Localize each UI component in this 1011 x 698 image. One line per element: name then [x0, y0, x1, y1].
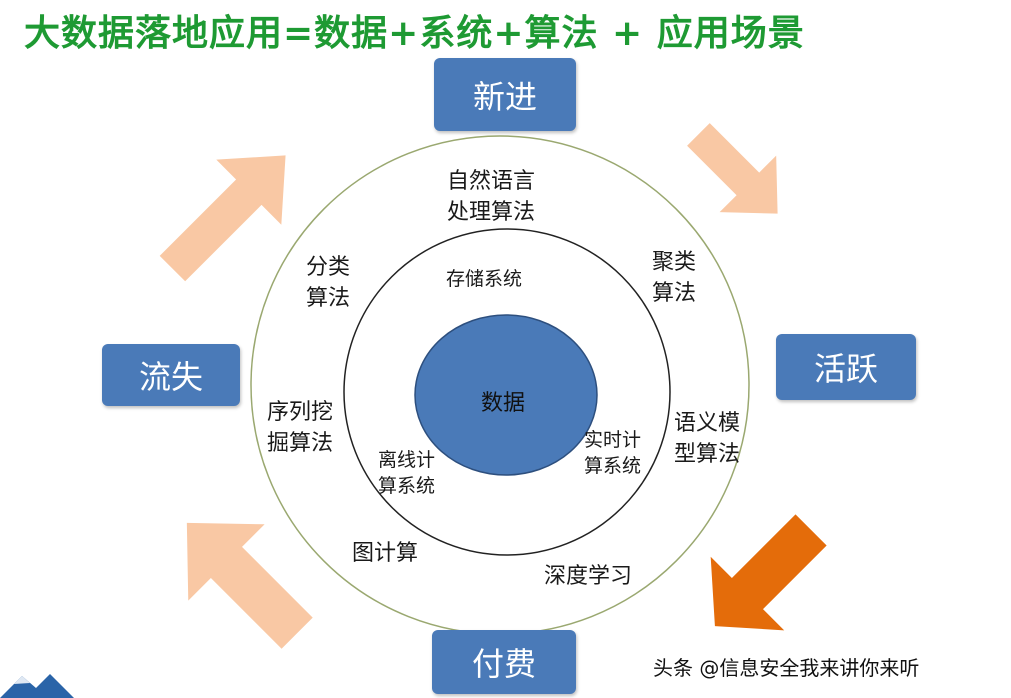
offline-compute-label: 离线计 算系统	[378, 447, 435, 499]
deep-learning-label: 深度学习	[544, 564, 633, 589]
graph-compute-label: 图计算	[352, 541, 419, 566]
stage-paying: 付费	[432, 630, 576, 694]
sequence-line-1: 序列挖	[267, 400, 334, 425]
middle-ring	[343, 228, 671, 556]
clustering-algorithm-label: 聚类 算法	[652, 247, 696, 309]
offline-compute-line-2: 算系统	[378, 475, 436, 497]
arrow-top-to-right	[687, 123, 778, 214]
semantic-line-1: 语义模	[674, 411, 741, 436]
sequence-line-2: 掘算法	[267, 431, 334, 456]
core-circle	[414, 314, 598, 476]
watermark-footer: 头条 @信息安全我来讲你来听	[653, 656, 920, 680]
nlp-line-2: 处理算法	[447, 200, 536, 225]
nlp-line-1: 自然语言	[447, 169, 536, 194]
storage-system-label: 存储系统	[446, 268, 523, 290]
classification-line-2: 算法	[306, 286, 351, 311]
clustering-line-1: 聚类	[652, 250, 697, 275]
core-label: 数据	[481, 391, 526, 416]
stage-churned: 流失	[102, 344, 240, 406]
classification-label: 分类 算法	[306, 252, 350, 314]
stage-new: 新进	[434, 58, 576, 131]
offline-compute-line-1: 离线计	[378, 449, 436, 471]
sequence-mining-label: 序列挖 掘算法	[267, 397, 333, 459]
realtime-compute-label: 实时计 算系统	[584, 427, 641, 479]
clustering-line-2: 算法	[652, 281, 697, 306]
semantic-line-2: 型算法	[674, 442, 741, 467]
arrow-right-to-bottom	[710, 514, 827, 631]
classification-line-1: 分类	[306, 255, 351, 280]
stage-active: 活跃	[776, 334, 916, 400]
nlp-algorithm-label: 自然语言 处理算法	[447, 166, 535, 228]
realtime-compute-line-1: 实时计	[584, 429, 642, 451]
arrow-bottom-to-left	[186, 522, 313, 649]
page-title: 大数据落地应用=数据+系统+算法 + 应用场景	[24, 13, 805, 54]
arrow-left-to-top	[159, 155, 286, 282]
realtime-compute-line-2: 算系统	[584, 455, 642, 477]
semantic-model-label: 语义模 型算法	[674, 408, 740, 470]
logo-mountain-icon	[0, 674, 74, 698]
